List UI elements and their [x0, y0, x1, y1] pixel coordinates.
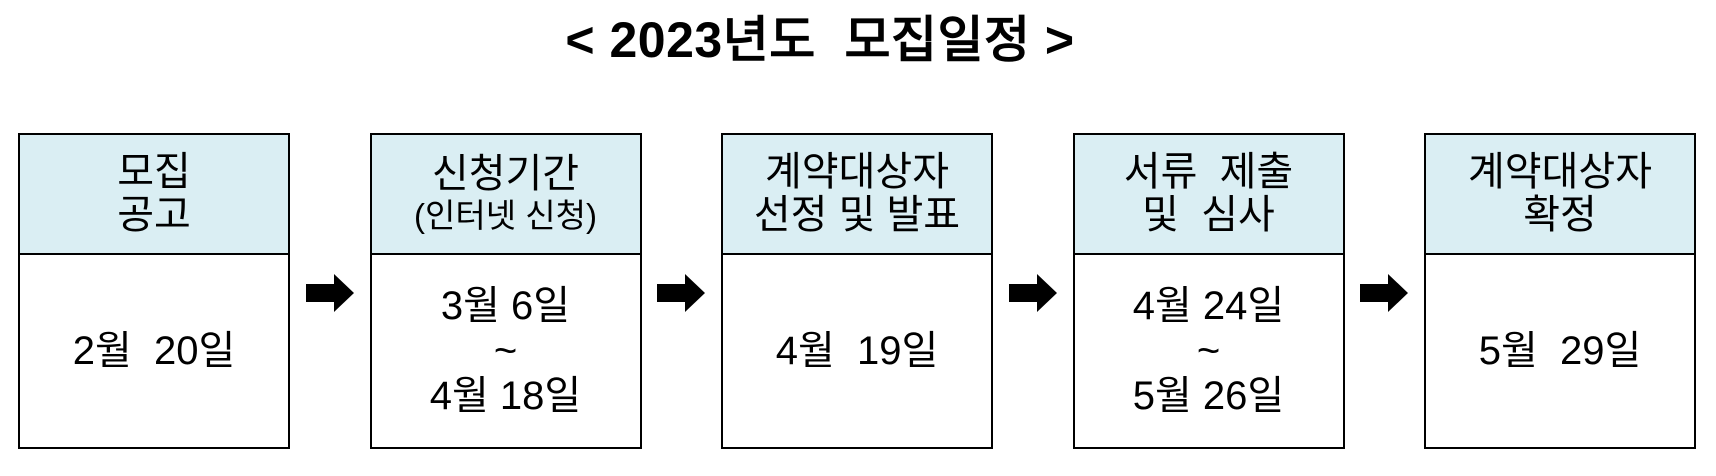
right-arrow-icon — [1360, 274, 1409, 312]
step-date: 4월 19일 — [775, 328, 939, 373]
step-date: 4월 24일 ~ 5월 26일 — [1132, 283, 1285, 418]
right-arrow-icon — [657, 274, 706, 312]
step-header-line1: 계약대상자 — [1468, 150, 1652, 194]
step-date: 3월 6일 ~ 4월 18일 — [429, 283, 582, 418]
step-header: 계약대상자 확정 — [1426, 135, 1694, 255]
step-box-announcement: 모집 공고 2월 20일 — [18, 133, 290, 449]
step-box-selection-announcement: 계약대상자 선정 및 발표 4월 19일 — [721, 133, 993, 449]
step-header-line1: 모집 — [117, 150, 191, 194]
step-header: 서류 제출 및 심사 — [1074, 135, 1343, 255]
right-arrow-icon — [305, 274, 354, 312]
step-header-line1: 서류 제출 — [1123, 150, 1294, 194]
step-header-line2: 확정 — [1523, 193, 1597, 237]
step-header-line1: 신청기간 — [431, 151, 580, 196]
step-header-line1: 계약대상자 — [765, 150, 949, 194]
step-header: 계약대상자 선정 및 발표 — [723, 135, 991, 255]
step-header: 신청기간 (인터넷 신청) — [371, 135, 640, 255]
step-box-final-confirmation: 계약대상자 확정 5월 29일 — [1424, 133, 1696, 449]
step-header-line2: 및 심사 — [1142, 193, 1275, 237]
step-header-line2: 공고 — [117, 193, 191, 237]
step-header: 모집 공고 — [20, 135, 288, 255]
right-arrow-icon — [1008, 274, 1057, 312]
step-date: 5월 29일 — [1478, 328, 1642, 373]
step-box-application-period: 신청기간 (인터넷 신청) 3월 6일 ~ 4월 18일 — [369, 133, 642, 449]
page-title: < 2023년도 모집일정 > — [565, 12, 1075, 68]
step-date: 2월 20일 — [72, 328, 236, 373]
step-header-line2: 선정 및 발표 — [753, 193, 961, 237]
step-header-line2: (인터넷 신청) — [414, 196, 597, 234]
process-flow: 모집 공고 2월 20일 신청기간 (인터넷 신청) 3월 6일 ~ 4월 18… — [18, 133, 1696, 449]
step-box-document-review: 서류 제출 및 심사 4월 24일 ~ 5월 26일 — [1072, 133, 1345, 449]
